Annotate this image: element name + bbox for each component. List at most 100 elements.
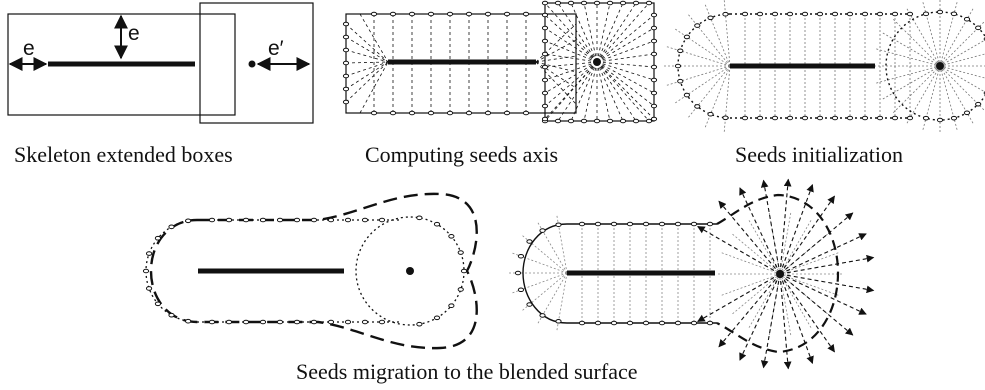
- seed-point: [975, 25, 982, 31]
- seed-point: [484, 110, 492, 116]
- divergence-arrow: [779, 212, 854, 275]
- seed-point: [650, 51, 658, 57]
- divergence-arrow: [779, 195, 835, 275]
- seed-axis: [779, 273, 812, 328]
- seed-points: [674, 9, 985, 123]
- blended-surface: [149, 192, 478, 350]
- blended-surface: [522, 223, 717, 324]
- seed-axis: [939, 53, 985, 67]
- seed-axis: [544, 61, 598, 120]
- seed-point: [722, 11, 729, 17]
- seed-axis: [939, 65, 974, 124]
- seed-point: [756, 115, 764, 121]
- seed-point: [276, 319, 284, 325]
- divergence-arrow: [779, 273, 854, 336]
- seed-axis: [922, 2, 941, 67]
- seed-point: [541, 12, 549, 18]
- seed-axis: [596, 61, 655, 107]
- divergence-arrows: [697, 178, 875, 370]
- seed-axis: [359, 61, 389, 114]
- seed-axis: [345, 36, 389, 63]
- seed-axis: [345, 49, 389, 63]
- panel-migration-left: [142, 192, 478, 350]
- divergence-arrow: [760, 273, 781, 369]
- seed-point: [460, 268, 468, 274]
- seed-points: [342, 0, 658, 124]
- seed-point: [594, 221, 602, 227]
- seed-point: [906, 115, 914, 121]
- seed-point: [310, 319, 318, 325]
- seed-point: [554, 0, 562, 6]
- seed-point: [846, 115, 854, 121]
- seed-axis: [596, 2, 624, 63]
- seed-point: [185, 318, 192, 324]
- point-skeleton: [936, 62, 944, 70]
- divergence-arrow: [779, 273, 835, 353]
- seed-axis: [570, 2, 598, 63]
- seed-axis: [906, 8, 941, 67]
- seed-point: [541, 103, 549, 109]
- caption-seeds-axis: Computing seeds axis: [365, 142, 559, 167]
- seed-point: [517, 253, 525, 259]
- seed-point: [541, 51, 549, 57]
- seed-axis: [721, 273, 781, 296]
- seed-point: [242, 217, 250, 223]
- seed-axis: [583, 2, 598, 63]
- seed-point: [650, 90, 658, 96]
- divergence-arrow: [739, 187, 781, 275]
- seed-point: [389, 110, 397, 116]
- seed-point: [707, 111, 714, 117]
- seed-axis: [882, 65, 941, 100]
- seed-point: [142, 268, 150, 274]
- seed-point: [861, 115, 869, 121]
- seed-point: [658, 320, 666, 326]
- seed-axis: [596, 61, 624, 122]
- seed-point: [741, 115, 749, 121]
- seed-axis: [748, 273, 781, 328]
- seed-point: [831, 11, 839, 17]
- seed-point: [683, 34, 690, 40]
- caption-seeds-migration: Seeds migration to the blended surface: [296, 359, 638, 384]
- seed-axis: [535, 39, 577, 63]
- caption-extended-boxes: Skeleton extended boxes: [14, 142, 233, 167]
- seed-point: [619, 118, 627, 124]
- seed-axis: [666, 46, 731, 67]
- seed-axis: [544, 27, 598, 63]
- seed-point: [674, 221, 682, 227]
- seed-point: [342, 34, 350, 40]
- seed-point: [846, 11, 854, 17]
- seed-point: [389, 11, 397, 17]
- seed-axis: [557, 61, 598, 122]
- divergence-arrow: [718, 200, 781, 275]
- seed-point: [168, 224, 175, 230]
- seed-point: [503, 110, 511, 116]
- seed-point: [168, 312, 175, 318]
- seed-axis: [939, 65, 985, 79]
- seed-point: [578, 320, 586, 326]
- seed-axis: [675, 65, 731, 104]
- panel-extended-boxes: e e e′: [7, 2, 314, 124]
- seed-point: [416, 215, 423, 221]
- seed-axis: [345, 61, 389, 77]
- seed-point: [539, 228, 546, 233]
- divergence-arrow: [779, 184, 814, 275]
- seed-point: [276, 217, 284, 223]
- seed-axis: [544, 61, 598, 94]
- seed-point: [484, 11, 492, 17]
- seed-point: [650, 116, 658, 122]
- seed-point: [645, 118, 653, 124]
- divergence-arrow: [739, 273, 781, 361]
- seed-axis: [596, 61, 655, 94]
- seed-point: [771, 11, 779, 17]
- seed-point: [816, 115, 824, 121]
- seed-axis: [345, 23, 389, 63]
- seed-point: [690, 221, 698, 227]
- seed-point: [861, 11, 869, 17]
- divergence-arrow: [779, 273, 875, 294]
- seed-point: [433, 315, 441, 321]
- seed-point: [342, 47, 350, 53]
- point-skeleton: [406, 267, 414, 275]
- seed-point: [650, 38, 658, 44]
- seed-axis: [906, 65, 941, 124]
- seed-point: [465, 110, 473, 116]
